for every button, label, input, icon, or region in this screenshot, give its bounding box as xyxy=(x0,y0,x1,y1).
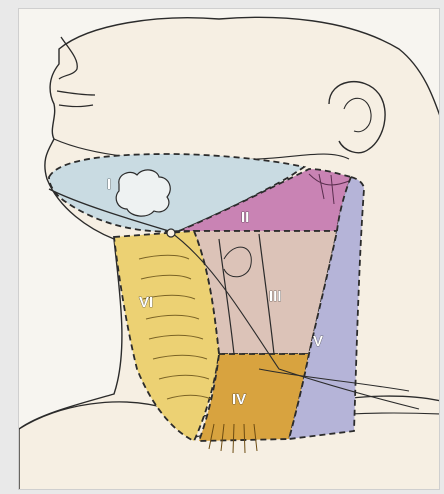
neck-diagram-svg: I II III IV V VI xyxy=(19,9,440,490)
neck-levels-illustration: I II III IV V VI xyxy=(18,8,440,490)
label-level-V: V xyxy=(313,333,323,350)
label-level-II: II xyxy=(241,209,249,226)
label-level-VI: VI xyxy=(139,294,153,311)
label-level-IV: IV xyxy=(232,391,246,408)
label-level-III: III xyxy=(269,288,282,305)
label-level-I: I xyxy=(107,176,111,193)
submandibular-gland xyxy=(116,170,170,216)
hyoid-bone xyxy=(167,229,175,237)
